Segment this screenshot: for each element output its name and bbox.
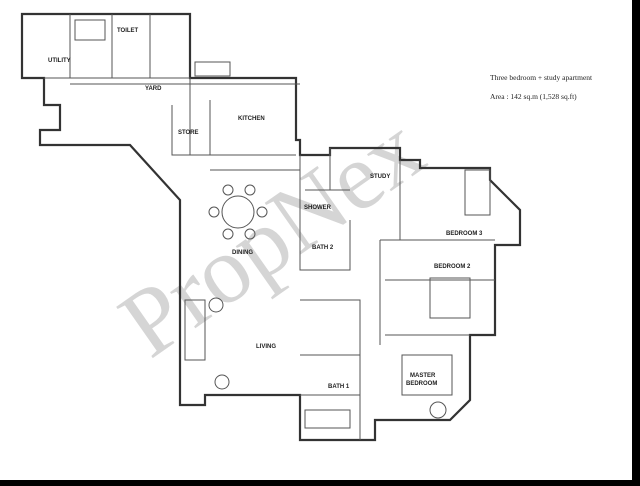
room-labels: TOILET UTILITY YARD KITCHEN STORE STUDY … (48, 28, 483, 390)
floor-plan: PropNex TOILET UTILITY YARD KITCHEN STOR… (20, 12, 522, 442)
label-toilet: TOILET (117, 28, 139, 34)
floor-plan-sheet: PropNex TOILET UTILITY YARD KITCHEN STOR… (0, 0, 632, 480)
plan-caption: Three bedroom + study apartment Area : 1… (490, 68, 592, 106)
label-master: MASTER (410, 373, 436, 379)
label-dining: DINING (232, 250, 253, 256)
label-living: LIVING (256, 344, 276, 350)
label-yard: YARD (145, 86, 162, 92)
walls (20, 12, 522, 442)
dining-table (221, 195, 255, 229)
label-study: STUDY (370, 174, 390, 180)
label-store: STORE (178, 130, 199, 136)
label-bath-2: BATH 2 (312, 245, 334, 251)
label-bedroom-2: BEDROOM 2 (434, 264, 471, 270)
label-kitchen: KITCHEN (238, 116, 265, 122)
label-shower: SHOWER (304, 205, 332, 211)
label-bath-1: BATH 1 (328, 384, 350, 390)
master-bed (401, 354, 453, 396)
bed-3 (464, 169, 491, 216)
label-utility: UTILITY (48, 58, 71, 64)
furniture (74, 19, 491, 429)
caption-area: Area : 142 sq.m (1,528 sq.ft) (490, 92, 577, 101)
label-bedroom-3: BEDROOM 3 (446, 231, 483, 237)
bathtub (304, 409, 351, 429)
caption-title: Three bedroom + study apartment (490, 73, 593, 82)
bed-2 (429, 277, 471, 319)
label-master-bedroom: BEDROOM (406, 381, 437, 387)
